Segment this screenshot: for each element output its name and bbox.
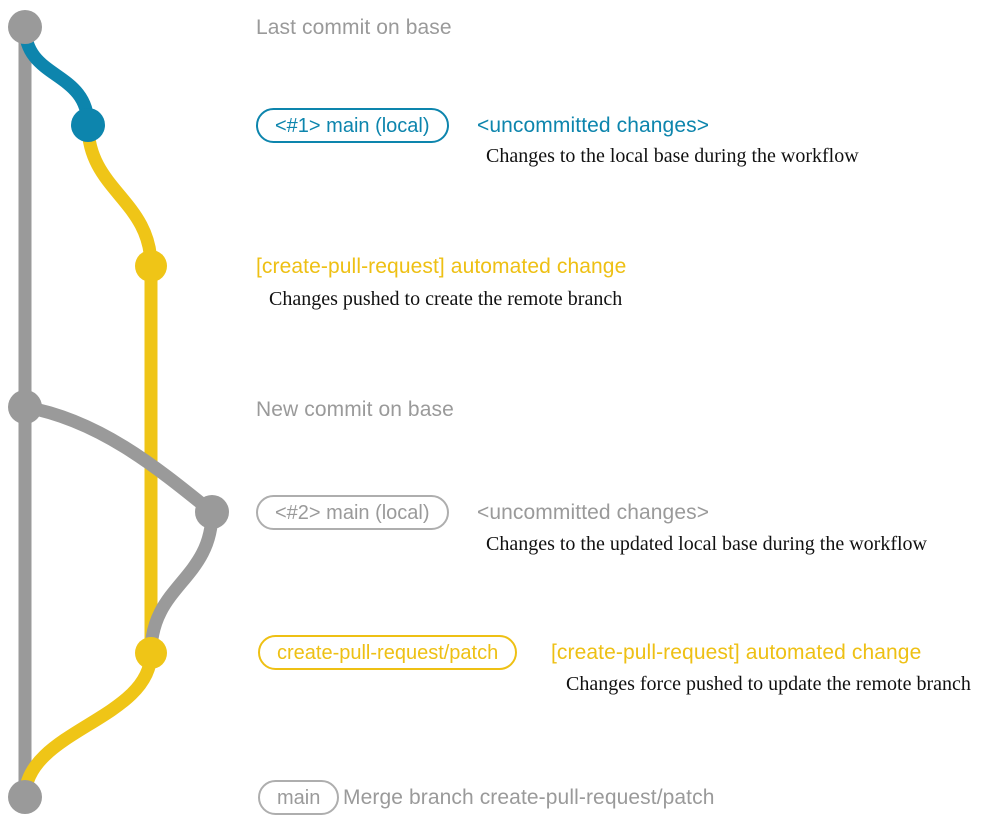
commit-subject-last-commit: Last commit on base	[256, 16, 452, 39]
branch-pill-main-local-2[interactable]: <#2> main (local)	[256, 495, 449, 530]
commit-subject-new-commit: New commit on base	[256, 398, 454, 421]
commit-caption-uncommitted-2: Changes to the updated local base during…	[486, 533, 927, 555]
commit-subject-uncommitted-2: <uncommitted changes>	[477, 501, 710, 524]
commit-caption-automated-1: Changes pushed to create the remote bran…	[269, 288, 623, 310]
commit-caption-automated-2: Changes force pushed to update the remot…	[566, 673, 971, 695]
commit-subject-merge: Merge branch create-pull-request/patch	[343, 786, 715, 809]
branch-pill-main-local-1[interactable]: <#1> main (local)	[256, 108, 449, 143]
commit-subject-automated-2: [create-pull-request] automated change	[551, 641, 922, 664]
commit-subject-automated-1: [create-pull-request] automated change	[256, 255, 627, 278]
branch-pill-main[interactable]: main	[258, 780, 340, 815]
commit-caption-uncommitted-1: Changes to the local base during the wor…	[486, 145, 859, 167]
branch-pill-create-pull-request-patch[interactable]: create-pull-request/patch	[258, 635, 518, 670]
commit-subject-uncommitted-1: <uncommitted changes>	[477, 114, 710, 137]
